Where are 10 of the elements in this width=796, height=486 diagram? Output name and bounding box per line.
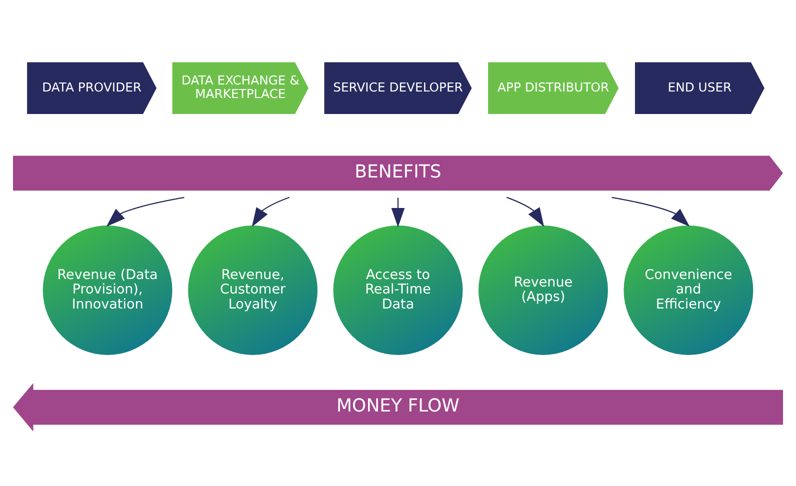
node-circle: Revenue (Apps) xyxy=(478,225,608,354)
node-circle: Access to Real-Time Data xyxy=(333,225,463,354)
node-circle: Revenue (Data Provision), Innovation xyxy=(42,225,172,354)
node-circle: Convenience and Efficiency xyxy=(624,225,754,354)
arrow xyxy=(506,196,544,226)
arrow xyxy=(612,196,690,226)
arrow xyxy=(252,196,290,226)
arrow xyxy=(391,197,405,227)
arrow xyxy=(106,196,184,226)
node-circle: Revenue, Customer Loyalty xyxy=(188,225,318,354)
